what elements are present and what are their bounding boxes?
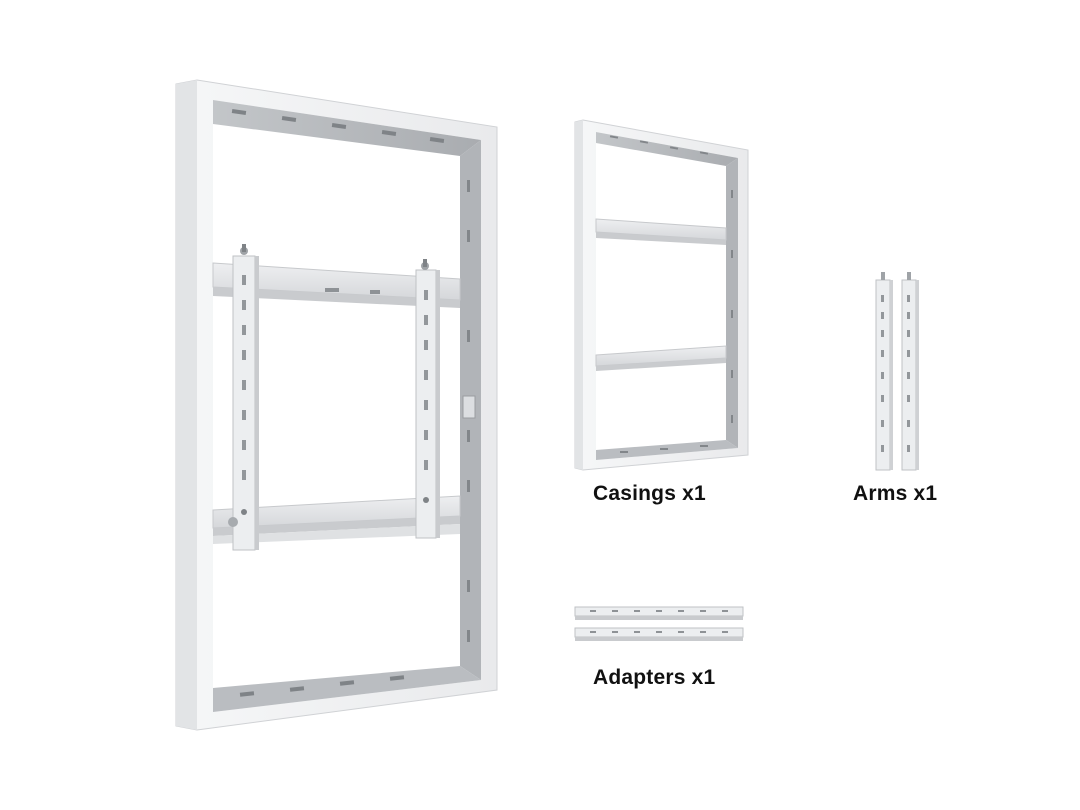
arms-caption: Arms x1	[853, 482, 938, 505]
arms-illustration	[875, 272, 919, 471]
adapter-bar-bottom	[574, 627, 744, 641]
large-frame-right-arm	[415, 259, 440, 539]
casings-frame-illustration	[574, 119, 749, 471]
adapters-illustration	[574, 606, 744, 641]
casings-caption: Casings x1	[593, 482, 706, 505]
adapter-bar-top	[574, 606, 744, 620]
large-wall-mount-frame	[175, 79, 498, 731]
large-frame-left-arm	[228, 244, 259, 551]
adapters-caption: Adapters x1	[593, 666, 716, 689]
arm-right	[901, 272, 919, 471]
arm-left	[875, 272, 893, 471]
